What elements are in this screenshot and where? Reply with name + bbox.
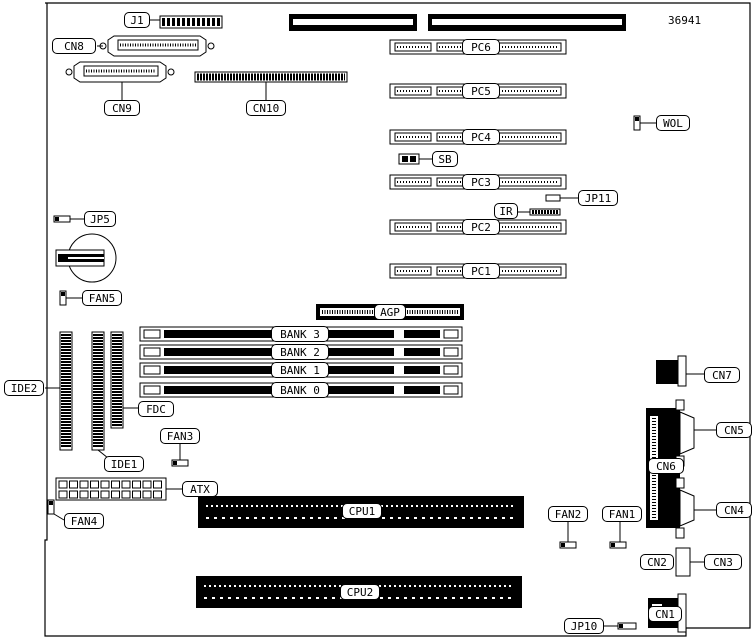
label-atx: ATX [182,481,218,497]
label-fdc: FDC [138,401,174,417]
label-cn10: CN10 [246,100,286,116]
fan4-header [47,499,55,515]
cn4-connector [675,477,695,539]
label-cn7: CN7 [704,367,740,383]
label-ide2: IDE2 [4,380,44,396]
board-outline [44,2,751,637]
label-sb: SB [432,151,458,167]
label-pc4: PC4 [462,129,500,145]
label-pc6: PC6 [462,39,500,55]
cn7-connector [656,355,687,387]
cn3-connector [675,547,691,577]
label-fan4: FAN4 [64,513,104,529]
jp11-jumper [545,194,561,202]
label-jp10: JP10 [564,618,604,634]
label-bank2: BANK 2 [271,344,329,360]
label-agp: AGP [374,304,406,320]
label-ide1: IDE1 [104,456,144,472]
label-pc5: PC5 [462,83,500,99]
figure-number: 36941 [668,14,702,27]
label-fan2: FAN2 [548,506,588,522]
label-cn8: CN8 [52,38,96,54]
fan1-header [609,541,627,549]
label-cn4: CN4 [716,502,752,518]
label-cn9: CN9 [104,100,140,116]
label-bank0: BANK 0 [271,382,329,398]
label-cn1: CN1 [648,606,682,622]
battery [55,233,117,283]
fdc-header [110,331,124,429]
label-cn2: CN2 [640,554,674,570]
label-cn5: CN5 [716,422,752,438]
cn9-connector [65,61,175,83]
ide1-header [91,331,105,451]
ide2-header [59,331,73,451]
cn10-header [194,71,348,83]
label-pc2: PC2 [462,219,500,235]
label-cpu1: CPU1 [342,503,382,519]
label-ir: IR [494,203,518,219]
label-jp5: JP5 [84,211,116,227]
label-cn6: CN6 [648,458,684,474]
label-fan3: FAN3 [160,428,200,444]
label-wol: WOL [656,115,690,131]
label-jp11: JP11 [578,190,618,206]
pci-slots [389,39,567,279]
label-fan1: FAN1 [602,506,642,522]
j1-header [159,15,223,29]
label-fan5: FAN5 [82,290,122,306]
label-bank3: BANK 3 [271,326,329,342]
label-cn3: CN3 [704,554,742,570]
label-bank1: BANK 1 [271,362,329,378]
label-pc3: PC3 [462,174,500,190]
cn8-connector [99,35,215,57]
label-cpu2: CPU2 [340,584,380,600]
label-pc1: PC1 [462,263,500,279]
atx-connector [55,477,167,501]
label-j1: J1 [124,12,150,28]
